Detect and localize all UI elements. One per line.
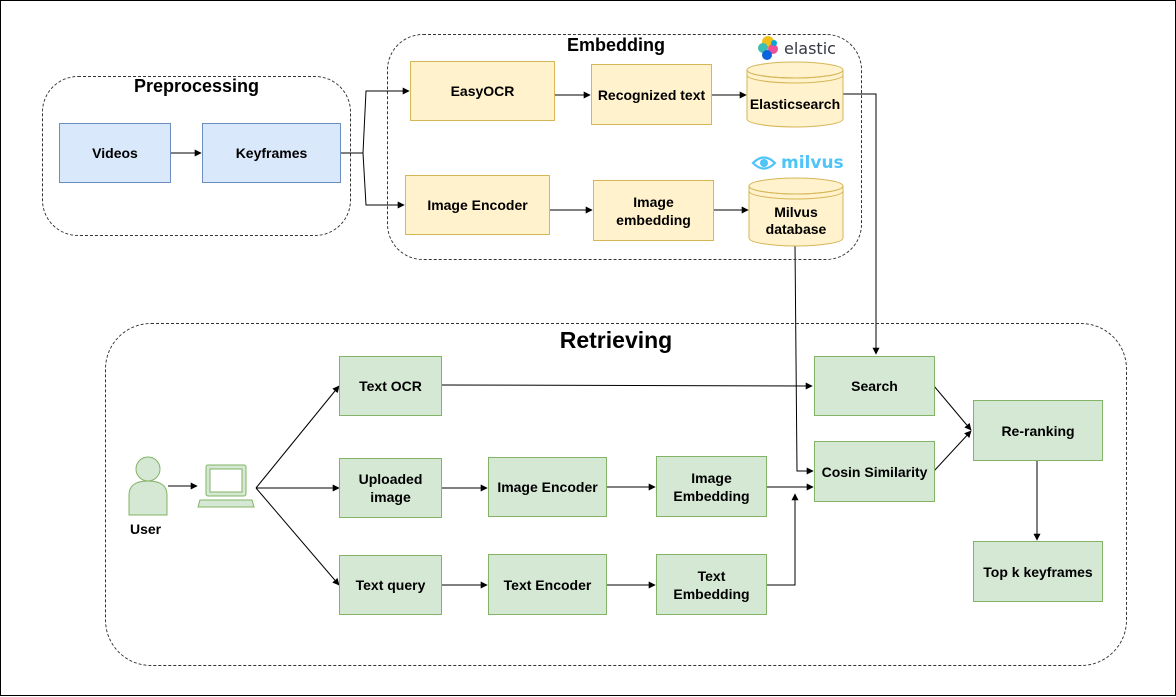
text-embedding-box: Text Embedding xyxy=(656,554,767,615)
text-query-box: Text query xyxy=(339,555,442,615)
keyframes-box: Keyframes xyxy=(202,123,341,183)
search-box: Search xyxy=(814,356,935,416)
elasticsearch-label: Elasticsearch xyxy=(749,96,841,112)
arrow-laptop-textquery xyxy=(255,487,340,586)
milvus-logo-icon xyxy=(751,156,777,170)
uploaded-image-box: Uploaded image xyxy=(339,458,442,518)
preprocessing-group xyxy=(42,76,351,236)
text-ocr-box: Text OCR xyxy=(339,356,442,416)
cosin-similarity-box: Cosin Similarity xyxy=(814,441,935,502)
laptop-icon xyxy=(197,464,255,508)
elastic-logo: elastic xyxy=(757,35,836,61)
elastic-logo-icon xyxy=(758,36,778,60)
milvus-logo-text: milvus xyxy=(781,153,844,173)
text-encoder-box: Text Encoder xyxy=(488,554,607,615)
retrieve-image-encoder-box: Image Encoder xyxy=(488,457,607,517)
elastic-logo-text: elastic xyxy=(784,38,836,58)
user-icon xyxy=(128,456,168,516)
arrow-search-rerank xyxy=(933,385,972,431)
milvus-logo: milvus xyxy=(751,153,844,173)
top-k-keyframes-box: Top k keyframes xyxy=(973,541,1103,602)
elasticsearch-db: Elasticsearch xyxy=(746,61,844,128)
reranking-box: Re-ranking xyxy=(973,400,1103,461)
embedding-group xyxy=(387,34,862,260)
videos-box: Videos xyxy=(59,123,171,183)
image-encoder-box: Image Encoder xyxy=(405,175,550,235)
arrow-elastic-search xyxy=(843,93,880,355)
retrieving-group xyxy=(105,323,1127,666)
arrow-textocr-search xyxy=(441,382,813,390)
easyocr-box: EasyOCR xyxy=(410,61,555,121)
milvus-label: Milvus database xyxy=(765,204,827,237)
arrow-keyframes-image-encoder xyxy=(341,152,405,209)
retrieve-image-embedding-box: Image Embedding xyxy=(656,456,767,517)
retrieving-title: Retrieving xyxy=(559,327,673,353)
arrow-textemb-cosin xyxy=(766,493,799,586)
database-cylinder-icon xyxy=(746,61,844,128)
milvus-db: Milvus database xyxy=(748,177,844,247)
recognized-text-box: Recognized text xyxy=(591,64,712,125)
arrow-milvus-cosin xyxy=(794,244,814,475)
arrow-cosin-rerank xyxy=(933,430,972,472)
arrow-laptop-textocr xyxy=(255,385,340,489)
preprocessing-title: Preprocessing xyxy=(133,76,260,96)
embedding-title: Embedding xyxy=(567,35,665,55)
image-embedding-box: Image embedding xyxy=(593,180,714,241)
database-cylinder-icon xyxy=(748,177,844,247)
user-label: User xyxy=(130,521,162,537)
